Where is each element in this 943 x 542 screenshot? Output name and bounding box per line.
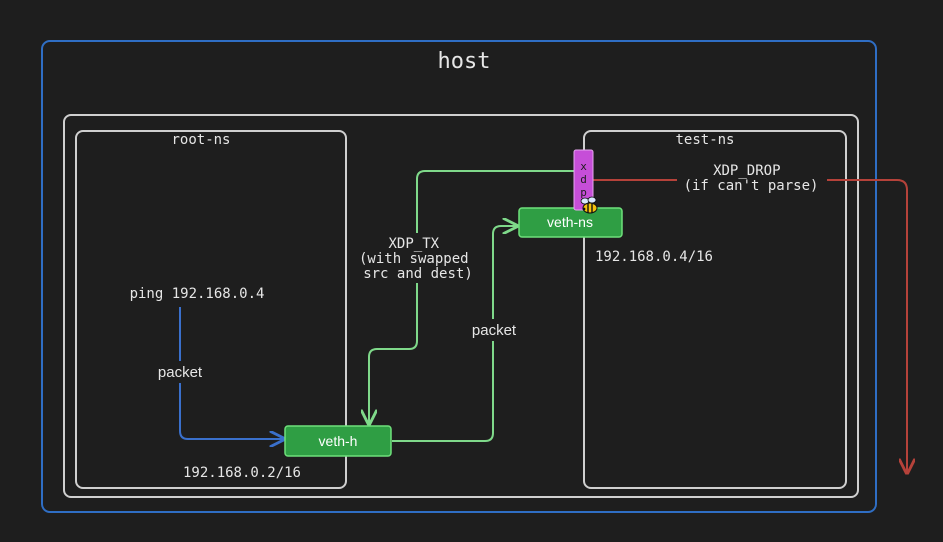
xdp-tx-line-1: XDP_TX [388,236,439,252]
xdp-drop-line-1: XDP_DROP [713,163,780,179]
xdp-tx-line-2: (with swapped [359,251,469,267]
veth-ns-label: veth-ns [547,214,593,230]
veth-h-label: veth-h [319,433,358,449]
xdp-drop-label-bg [677,161,827,195]
xdp-tx-line-3: src and dest) [363,266,473,282]
xdp-letter-p: p [580,186,587,199]
test-ns-ip: 192.168.0.4/16 [595,249,713,265]
packet-forward-label-bg [467,319,521,341]
ping-command: ping 192.168.0.4 [130,286,265,302]
bee-icon [580,196,598,214]
host-label: host [438,49,491,74]
root-ns-box [75,130,347,489]
root-ns-ip: 192.168.0.2/16 [183,465,301,481]
host-box [41,40,877,513]
test-ns-label: test-ns [675,132,734,148]
veth-h-box [284,425,392,457]
xdp-tx-label: XDP_TX (with swapped src and dest) [359,236,477,282]
xdp-letter-d: d [580,173,587,186]
xdp-tx-arrow [369,170,574,424]
ping-packet-arrow [179,307,284,439]
xdp-drop-arrow [593,179,907,473]
root-ns-label: root-ns [171,132,230,148]
ping-packet-label: packet [158,364,203,381]
xdp-letter-x: x [580,160,587,173]
xdp-drop-label: XDP_DROP (if can't parse) [684,163,819,194]
xdp-drop-line-2: (if can't parse) [684,178,819,194]
test-ns-box [583,130,847,489]
veth-h-node[interactable]: veth-h [284,425,392,457]
xdp-tx-label-bg [358,233,482,283]
packet-forward-label: packet [472,322,517,339]
namespaces-container [63,114,859,498]
veth-ns-node[interactable]: veth-ns [518,207,623,238]
ping-packet-label-bg [152,361,208,383]
veth-ns-box [518,207,623,238]
